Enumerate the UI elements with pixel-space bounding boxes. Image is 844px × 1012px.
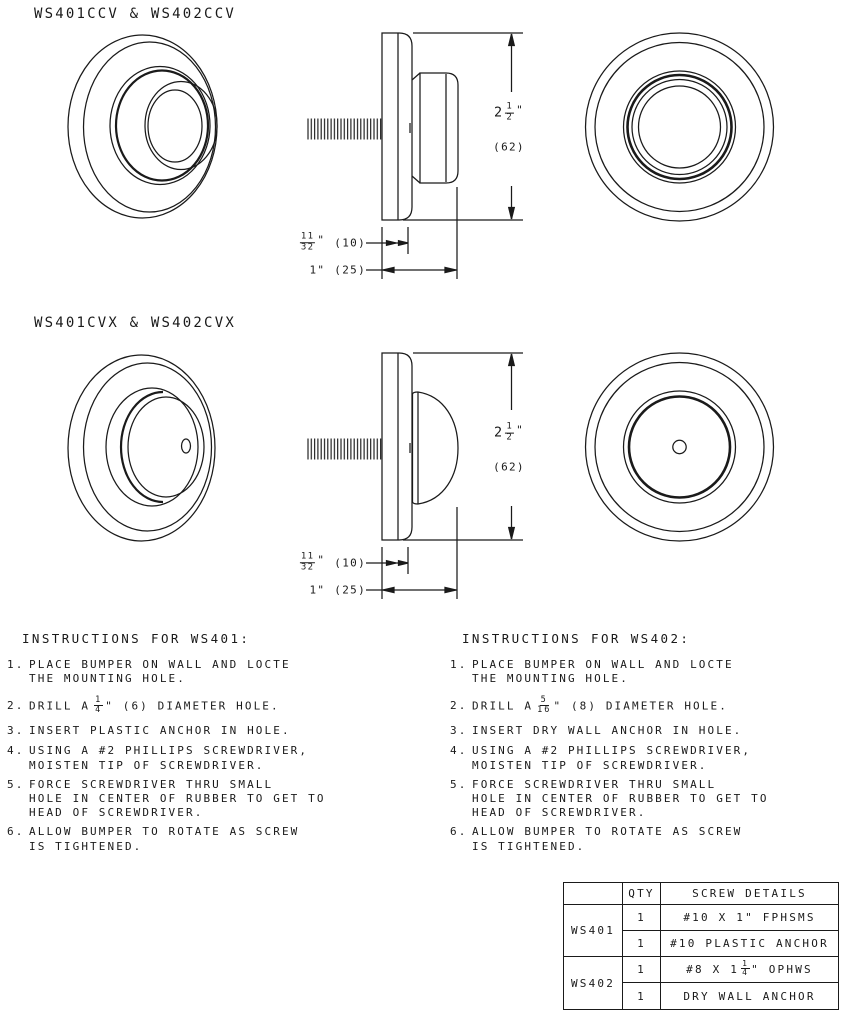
table-cell-qty: 1 [622, 930, 660, 956]
instructions-heading: INSTRUCTIONS FOR WS401: [22, 631, 251, 646]
instruction-item-4: 4. USING A #2 PHILLIPS SCREWDRIVER, MOIS… [7, 744, 309, 772]
dim-depth-label: 1"(25) [309, 263, 366, 277]
cvx-dimension-lines [366, 352, 523, 599]
table-cell-qty: 1 [622, 956, 660, 982]
instruction-item-1: 1. PLACE BUMPER ON WALL AND LOCTE THE MO… [450, 658, 734, 686]
table-cell-qty: 1 [622, 982, 660, 1009]
table-header-model [564, 883, 622, 904]
table-cell-qty: 1 [622, 904, 660, 930]
table-model-ws402: WS402 [564, 956, 622, 1009]
cvx-title: WS401CVX & WS402CVX [34, 315, 236, 331]
dim-height-mm: (62) [493, 460, 525, 474]
instructions-ws402: INSTRUCTIONS FOR WS402: 1. PLACE BUMPER … [450, 631, 795, 854]
ccv-front-view [584, 32, 775, 222]
cvx-perspective-view [67, 354, 216, 542]
instruction-item-3: 3. INSERT PLASTIC ANCHOR IN HOLE. [7, 724, 291, 738]
bumper-center-hole [180, 438, 192, 454]
instructions-ws401: INSTRUCTIONS FOR WS401: 1. PLACE BUMPER … [7, 631, 352, 854]
dim-height-mm: (62) [493, 140, 525, 154]
instruction-item-3: 3. INSERT DRY WALL ANCHOR IN HOLE. [450, 724, 743, 738]
ccv-side-view [307, 32, 459, 221]
table-cell-detail: DRY WALL ANCHOR [660, 982, 838, 1009]
instruction-item-1: 1. PLACE BUMPER ON WALL AND LOCTE THE MO… [7, 658, 291, 686]
instruction-item-6: 6. ALLOW BUMPER TO ROTATE AS SCREW IS TI… [450, 825, 743, 853]
instruction-item-6: 6. ALLOW BUMPER TO ROTATE AS SCREW IS TI… [7, 825, 300, 853]
instructions-heading: INSTRUCTIONS FOR WS402: [462, 631, 691, 646]
dim-depth-label: 1"(25) [309, 583, 366, 597]
ccv-title: WS401CCV & WS402CCV [34, 6, 236, 22]
cvx-side-view [307, 352, 459, 541]
instruction-item-4: 4. USING A #2 PHILLIPS SCREWDRIVER, MOIS… [450, 744, 752, 772]
table-cell-detail: #10 PLASTIC ANCHOR [660, 930, 838, 956]
bumper-center-hole [672, 439, 687, 455]
instruction-item-5: 5. FORCE SCREWDRIVER THRU SMALL HOLE IN … [450, 777, 769, 820]
screw-thread [307, 118, 383, 140]
cvx-front-view [584, 352, 775, 542]
table-header-details: SCREW DETAILS [660, 883, 838, 904]
ccv-perspective-view [67, 34, 218, 219]
screw-thread [307, 438, 383, 460]
screw-details-table: QTY SCREW DETAILS WS401 1 #10 X 1" FPHSM… [563, 882, 839, 1010]
table-cell-detail: #10 X 1" FPHSMS [660, 904, 838, 930]
table-header-qty: QTY [622, 883, 660, 904]
ccv-dimension-lines [366, 32, 523, 279]
table-model-ws401: WS401 [564, 904, 622, 956]
instruction-item-5: 5. FORCE SCREWDRIVER THRU SMALL HOLE IN … [7, 777, 326, 820]
